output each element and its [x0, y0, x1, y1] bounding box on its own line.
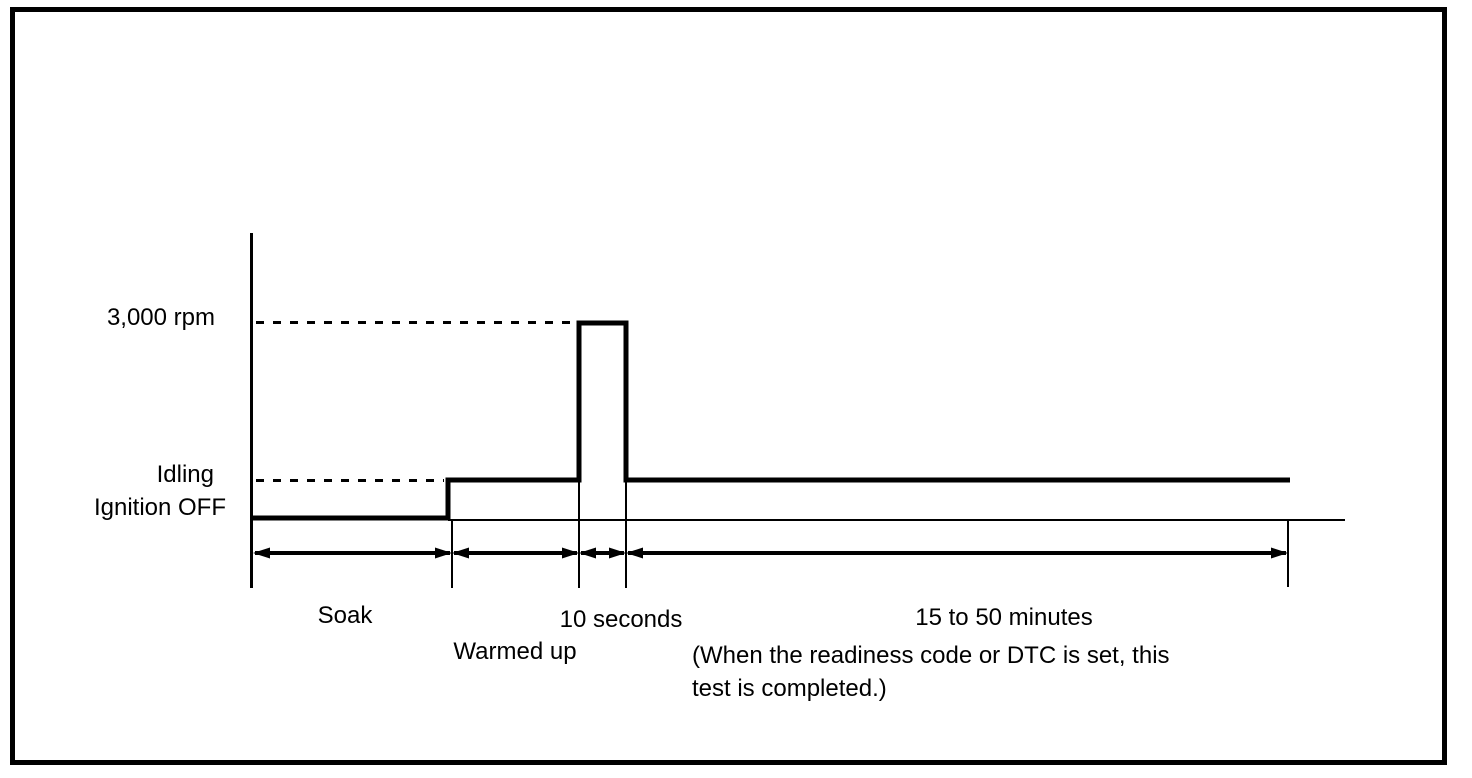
dimension-arrow-soak: [253, 547, 452, 559]
label-10-seconds: 10 seconds: [559, 606, 683, 633]
dimension-arrow-15-50-minutes: [626, 547, 1288, 559]
dimension-arrow-10-seconds: [579, 547, 626, 559]
outer-frame: [10, 7, 1447, 765]
label-15-50-minutes: 15 to 50 minutes: [915, 604, 1093, 631]
label-warmed-up: Warmed up: [453, 638, 577, 665]
label-ignition-off: Ignition OFF: [93, 494, 226, 521]
completion-note: (When the readiness code or DTC is set, …: [692, 639, 1170, 705]
dimension-arrow-warmed-up: [452, 547, 579, 559]
completion-note-line2: test is completed.): [692, 675, 887, 702]
label-soak: Soak: [317, 602, 373, 629]
signal-trace: [253, 320, 1290, 521]
label-3000-rpm: 3,000 rpm: [106, 304, 215, 331]
completion-note-line1: (When the readiness code or DTC is set, …: [692, 642, 1170, 669]
label-idling: Idling: [156, 461, 214, 488]
